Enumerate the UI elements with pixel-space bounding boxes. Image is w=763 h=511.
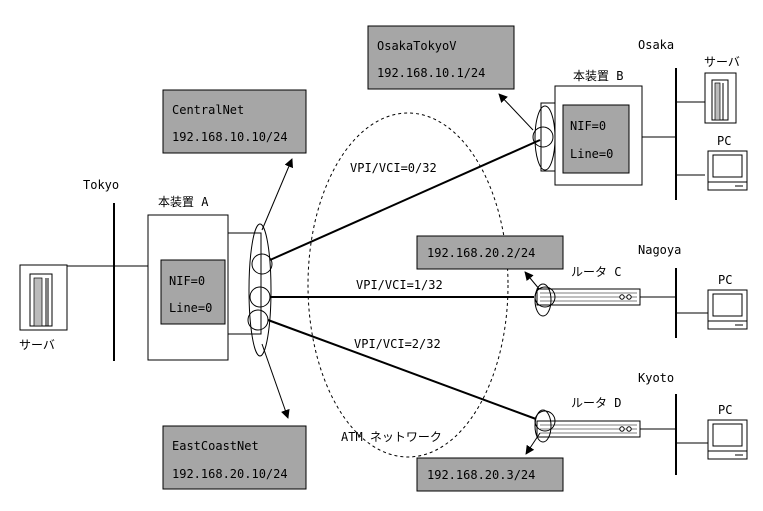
site-label-osaka: Osaka — [638, 38, 674, 52]
router-d-title: ルータ D — [571, 396, 621, 410]
device-a-title: 本装置 A — [158, 195, 209, 209]
router-d-ip-box — [416, 457, 564, 492]
router-c-ip-box — [416, 235, 564, 270]
eastcoastnet-box — [162, 425, 307, 490]
atm-network-cloud — [307, 112, 509, 458]
site-label-kyoto: Kyoto — [638, 371, 674, 385]
osakatokyov-box — [367, 25, 515, 90]
vc-label-to-b: VPI/VCI=0/32 — [350, 161, 437, 175]
device-b-vc-circle — [532, 126, 554, 148]
centralnet-box — [162, 89, 307, 154]
server-label-tokyo: サーバ — [19, 338, 55, 352]
centralnet-ip: 192.168.10.10/24 — [172, 130, 288, 144]
router-c-vc-circle — [534, 286, 556, 308]
pc-icon — [707, 289, 748, 330]
server-label-osaka: サーバ — [704, 55, 740, 69]
pc-icon — [707, 150, 748, 191]
vc-label-to-d: VPI/VCI=2/32 — [354, 337, 441, 351]
device-b-title: 本装置 B — [573, 69, 623, 83]
router-d — [536, 420, 641, 438]
pc-icon — [707, 419, 748, 460]
pc-label-osaka: PC — [717, 134, 731, 148]
pc-label-nagoya: PC — [718, 273, 732, 287]
server-icon — [19, 264, 68, 331]
router-d-port-oval — [534, 409, 552, 443]
vc-line-to-d — [267, 319, 537, 420]
device-a-port-oval — [248, 223, 272, 357]
site-label-tokyo: Tokyo — [83, 178, 119, 192]
device-a-port-box — [227, 232, 262, 335]
device-a-vc-circle-1 — [251, 253, 273, 275]
site-label-nagoya: Nagoya — [638, 243, 681, 257]
device-a-nif: NIF=0 — [169, 274, 205, 288]
osakatokyov-ip: 192.168.10.1/24 — [377, 66, 485, 80]
router-c-title: ルータ C — [571, 265, 621, 279]
router-c-ip: 192.168.20.2/24 — [427, 246, 535, 260]
eastcoastnet-name: EastCoastNet — [172, 439, 259, 453]
router-d-ip-arrow — [525, 432, 541, 455]
osakatokyov-arrow — [498, 93, 534, 131]
pc-label-kyoto: PC — [718, 403, 732, 417]
atm-network-label: ATM ネットワーク — [341, 430, 442, 444]
server-icon — [704, 72, 737, 124]
device-b-port-oval — [534, 105, 556, 171]
osakatokyov-name: OsakaTokyoV — [377, 39, 456, 53]
centralnet-name: CentralNet — [172, 103, 244, 117]
eastcoastnet-arrow — [261, 343, 290, 419]
router-d-ip: 192.168.20.3/24 — [427, 468, 535, 482]
device-b-nif-panel — [562, 104, 630, 174]
vc-line-to-b — [269, 139, 541, 261]
vc-label-to-c: VPI/VCI=1/32 — [356, 278, 443, 292]
router-c — [536, 288, 641, 306]
device-b-line: Line=0 — [570, 147, 613, 161]
router-c-ip-arrow — [524, 271, 541, 291]
device-a-nif-panel — [160, 259, 226, 325]
device-a-line: Line=0 — [169, 301, 212, 315]
device-b-nif: NIF=0 — [570, 119, 606, 133]
router-d-vc-circle — [534, 410, 556, 432]
eastcoastnet-ip: 192.168.20.10/24 — [172, 467, 288, 481]
centralnet-arrow — [261, 158, 293, 231]
